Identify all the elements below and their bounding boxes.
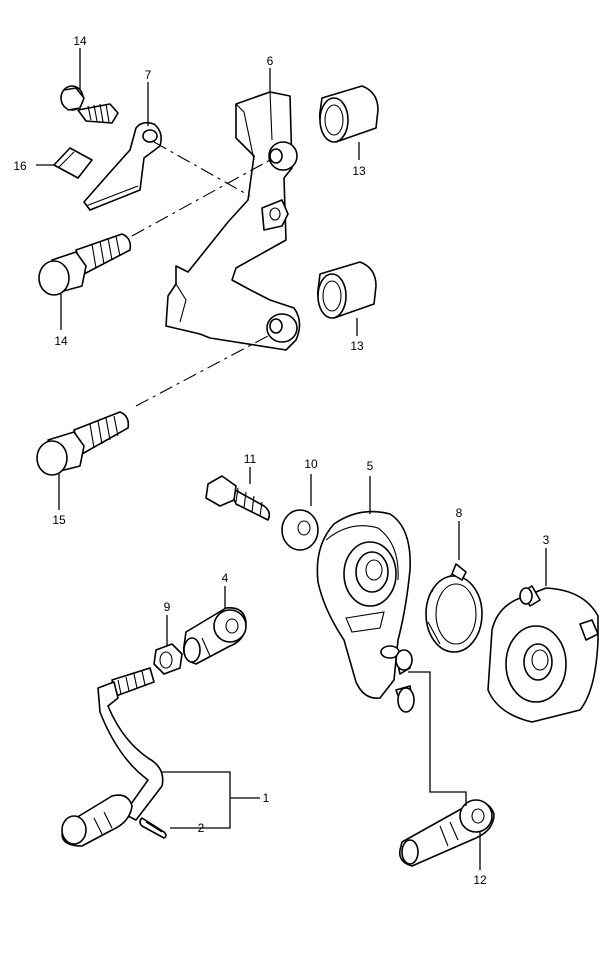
bolt-11 [205, 475, 271, 521]
callout-5: 5 [367, 459, 374, 473]
bushing-13-lower [317, 261, 377, 319]
clip-16 [53, 147, 93, 179]
axis-line-plate-7 [153, 141, 251, 197]
callout-9: 9 [164, 600, 171, 614]
housing-3 [487, 585, 599, 723]
callout-3: 3 [543, 533, 550, 547]
bolt-15 [60, 85, 119, 124]
callout-14-lower: 15 [52, 513, 66, 527]
spring-8 [425, 563, 483, 653]
callout-15: 14 [73, 34, 87, 48]
bolt-14-upper [38, 233, 132, 296]
callout-4: 4 [222, 571, 229, 585]
callout-1: 1 [263, 791, 270, 805]
bushing-13-upper [319, 85, 379, 143]
nut-9 [153, 643, 183, 675]
callout-14-upper: 14 [54, 334, 68, 348]
callout-16: 16 [13, 159, 27, 173]
lever-5 [316, 510, 415, 713]
callout-12: 12 [473, 873, 487, 887]
leader-lines [36, 48, 547, 870]
callout-10: 10 [304, 457, 318, 471]
callout-7: 7 [145, 68, 152, 82]
callout-13-lower: 13 [350, 339, 364, 353]
bolt-14-lower [36, 411, 130, 476]
axis-line-bolt-14-lower [135, 335, 269, 407]
rod-end-12 [398, 799, 495, 867]
callout-11: 11 [244, 452, 257, 466]
callout-8: 8 [456, 506, 463, 520]
rod-1 [61, 667, 164, 847]
callout-6: 6 [267, 54, 274, 68]
callout-2: 2 [198, 821, 205, 835]
callout-13-upper: 13 [352, 164, 366, 178]
bracket-6 [165, 91, 301, 351]
plate-7 [83, 121, 162, 211]
callout-labels: 14 16 7 6 13 13 14 15 11 10 5 8 3 4 9 1 … [13, 34, 549, 887]
pin-2 [139, 817, 167, 839]
rod-end-4 [182, 606, 247, 665]
washer-10 [281, 509, 319, 551]
